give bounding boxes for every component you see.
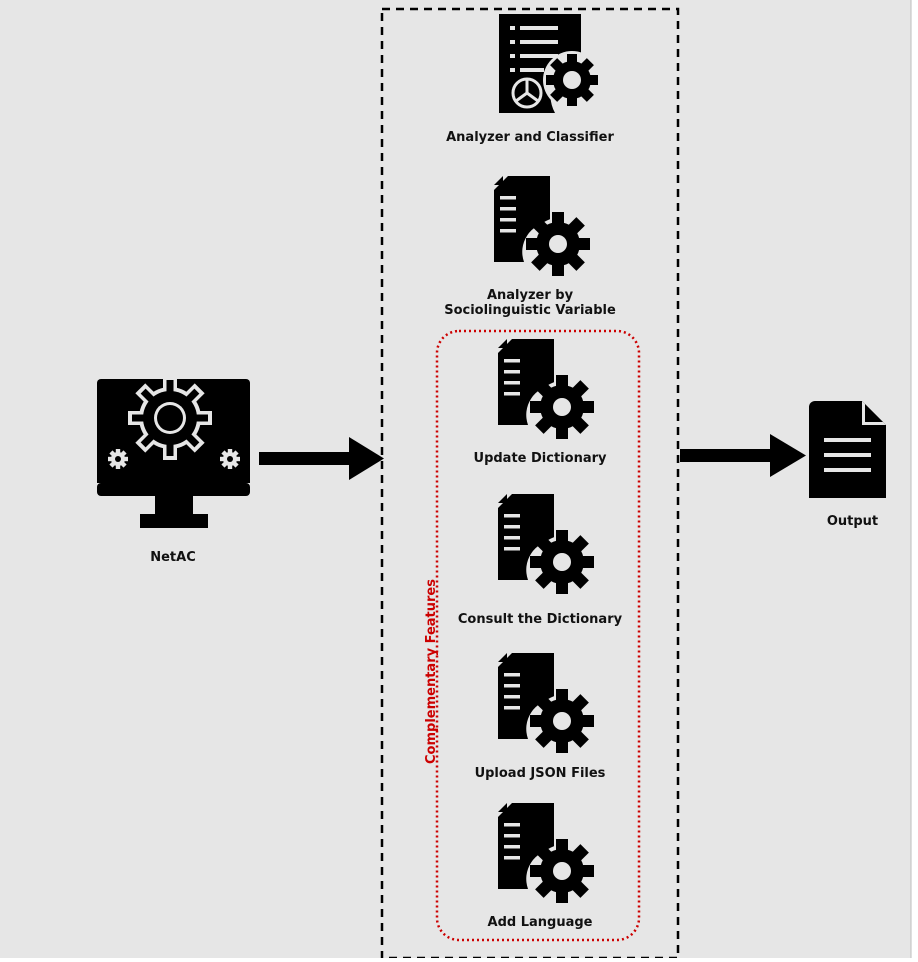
upload-json-label: Upload JSON Files [474,766,606,781]
consult-dictionary-label: Consult the Dictionary [457,612,623,627]
sociolinguistic-label-line1: Analyzer by [486,288,574,303]
monitor-gears-icon [97,376,250,528]
arrow-to-features [259,437,384,480]
complementary-features-title: Complementary Features [424,579,439,764]
update-dictionary-label: Update Dictionary [473,451,607,466]
arrow-to-output [680,434,806,477]
complementary-group-border [435,329,641,942]
report-gear-icon [499,14,601,113]
netac-label: NetAC [150,550,196,565]
output-label: Output [826,514,879,529]
analyzer-classifier-label: Analyzer and Classifier [446,130,614,145]
document-icon [809,401,886,498]
add-language-label: Add Language [487,915,593,930]
sociolinguistic-label-line2: Sociolinguistic Variable [444,303,616,318]
